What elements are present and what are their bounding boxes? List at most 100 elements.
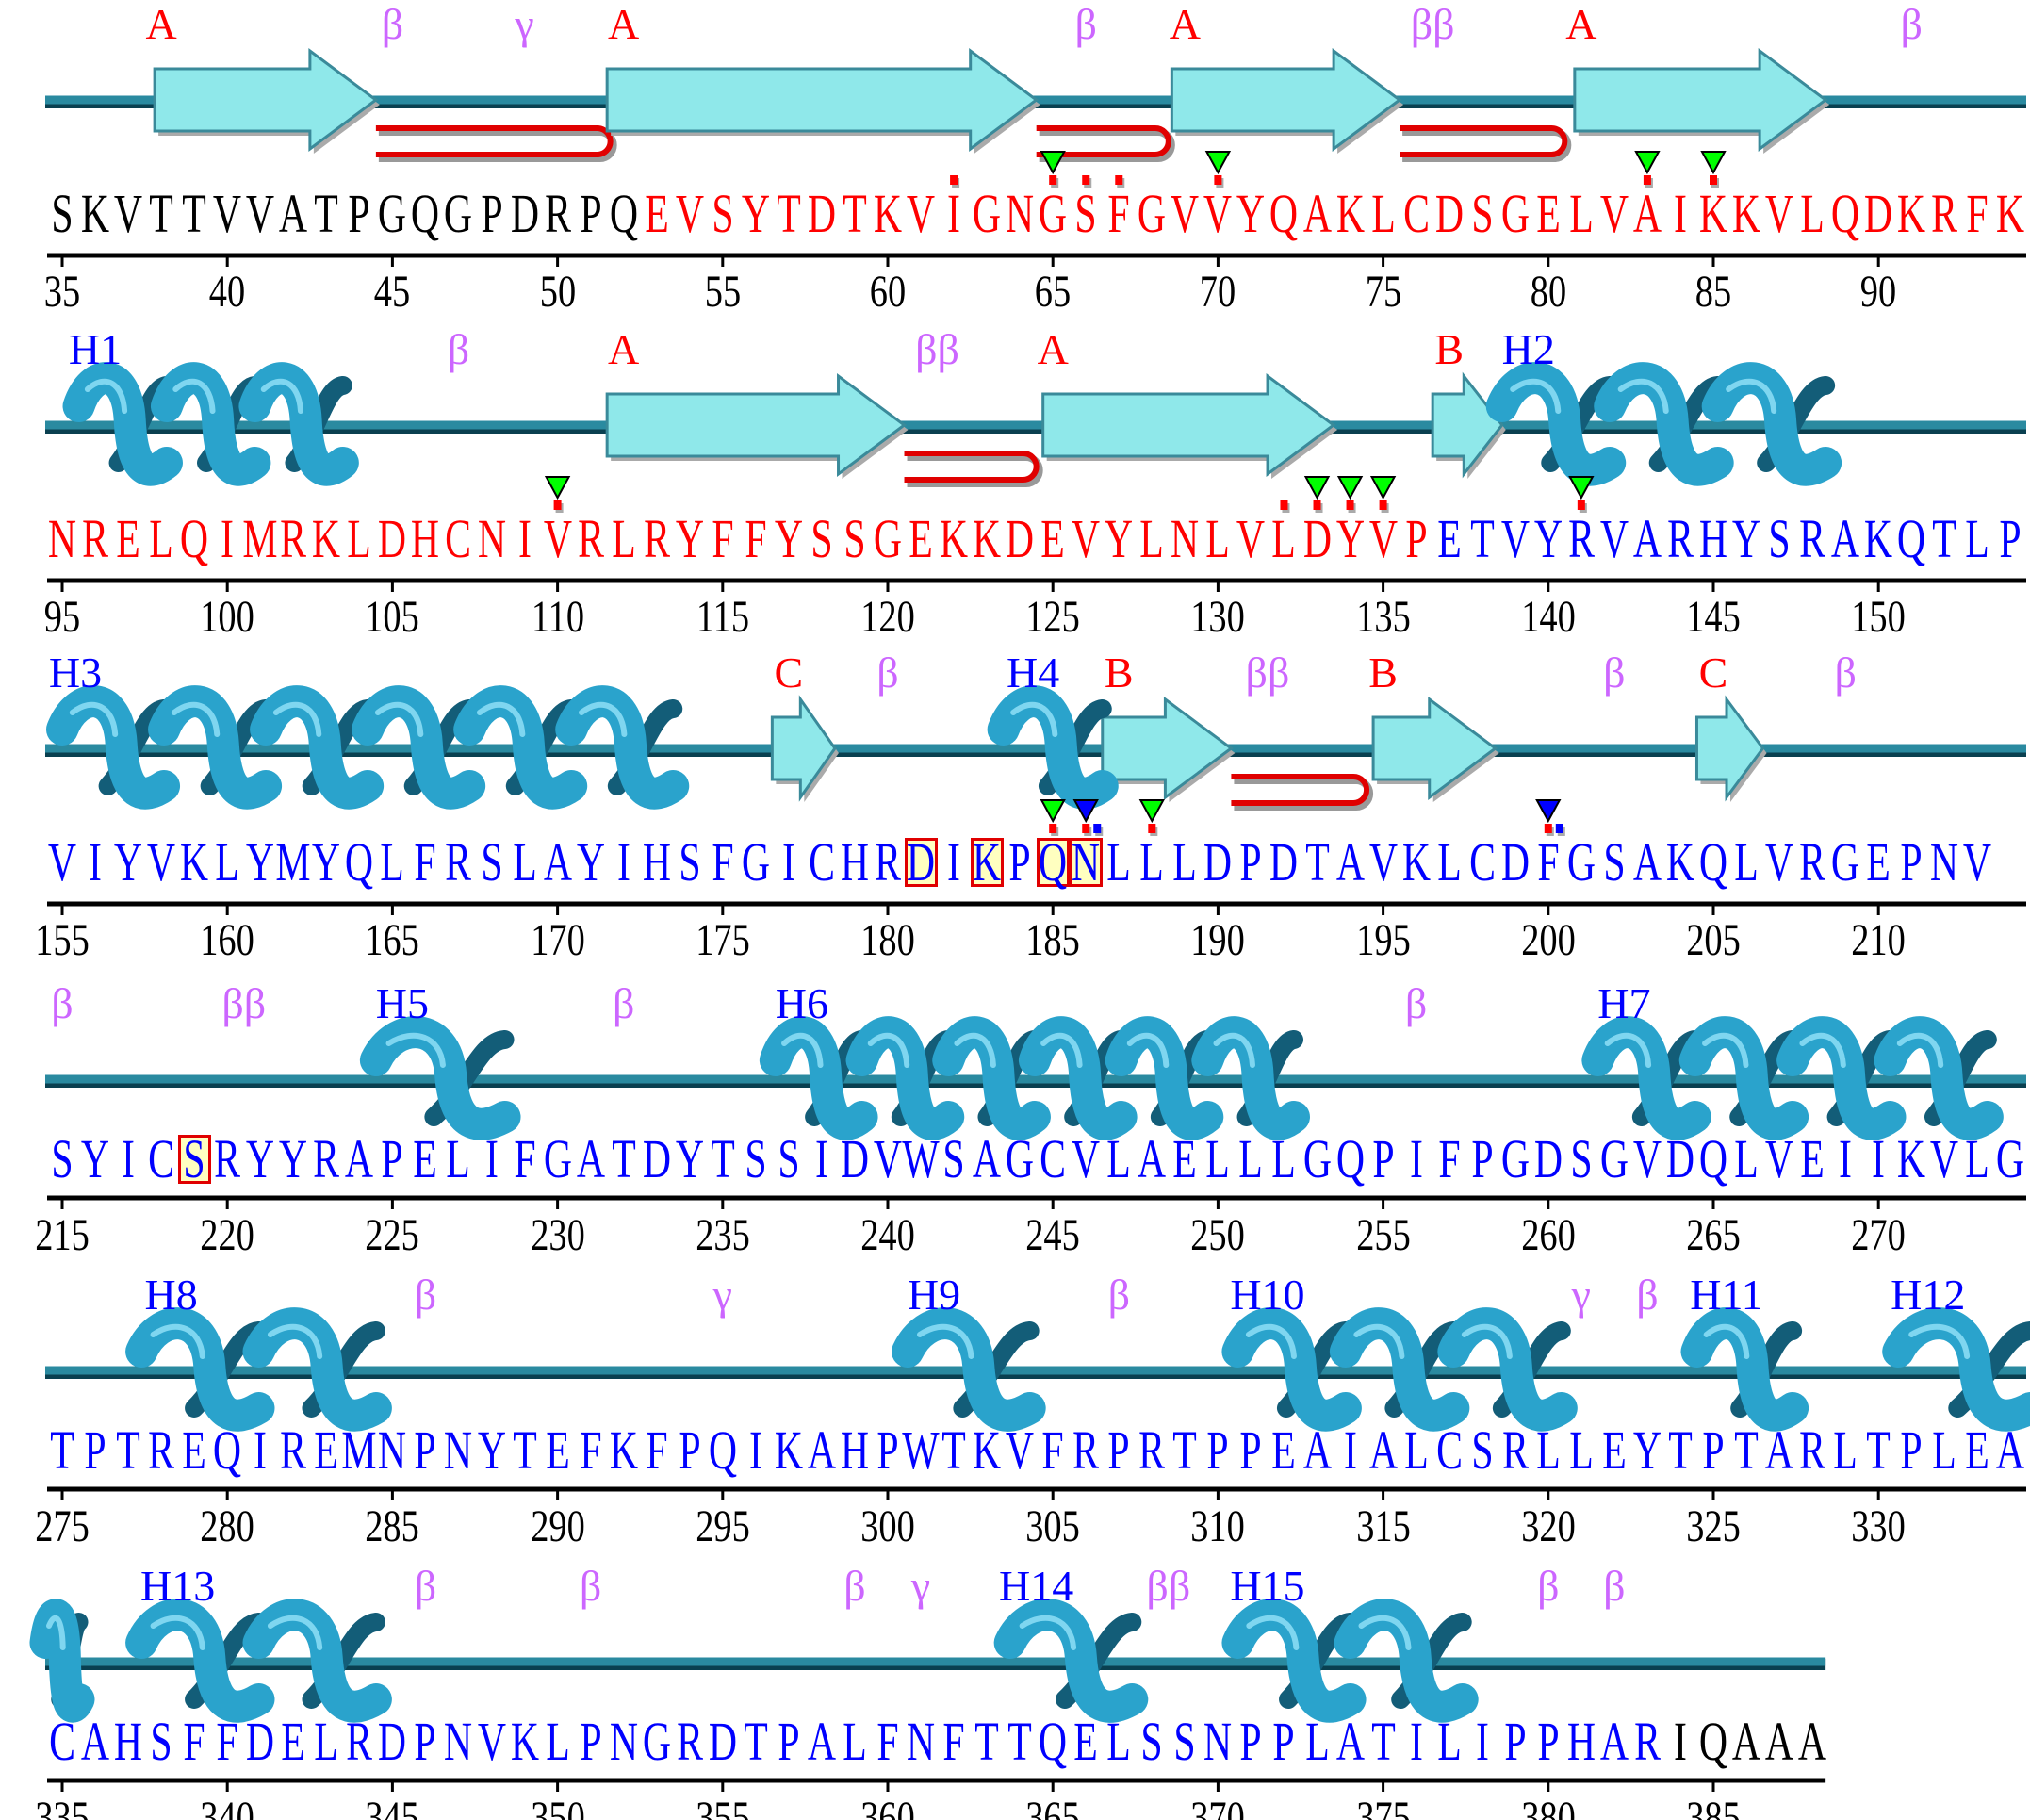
- highlighted-residue-box: [1070, 838, 1104, 887]
- residue-letter: Y: [279, 1128, 308, 1189]
- residue-letter: E: [909, 508, 933, 569]
- residue-letter: D: [1533, 1128, 1563, 1189]
- axis-tick-label: 65: [1034, 267, 1072, 317]
- residue-letter: R: [1567, 508, 1595, 569]
- axis-tick-label: 100: [200, 592, 254, 642]
- residue-letter: Q: [1698, 831, 1728, 893]
- residue-letter: Q: [609, 183, 638, 244]
- marker-triangle-icon: [1568, 476, 1595, 500]
- residue-letter: H: [113, 1711, 143, 1772]
- residue-letter: E: [644, 183, 669, 244]
- marker-triangle-icon: [1138, 799, 1166, 824]
- secondary-structure-label: H11: [1690, 1271, 1763, 1319]
- residue-letter: R: [445, 831, 472, 893]
- helix-highlight: [150, 1615, 205, 1650]
- axis-tick-label: 190: [1190, 915, 1246, 965]
- residue-letter: A: [1632, 831, 1662, 893]
- residue-letter: A: [576, 1128, 605, 1189]
- residue-letter: L: [1304, 1711, 1330, 1772]
- secondary-structure-label: A: [145, 0, 177, 48]
- helix-highlight: [267, 1323, 323, 1359]
- secondary-structure-label: ββ: [221, 979, 267, 1027]
- secondary-structure-label: γ: [712, 1271, 732, 1319]
- residue-letter: H: [1566, 1711, 1596, 1772]
- residue-letter: P: [84, 1419, 106, 1481]
- residue-letter: G: [1500, 183, 1530, 244]
- residue-letter: E: [1436, 508, 1462, 569]
- residue-letter: I: [122, 1128, 136, 1189]
- residue-letter: V: [477, 1711, 506, 1772]
- axis-tick-label: 290: [530, 1501, 585, 1551]
- residue-letter: C: [1435, 1419, 1463, 1481]
- residue-letter: K: [1864, 508, 1893, 569]
- residue-letter: L: [215, 831, 239, 893]
- residue-letter: V: [1930, 1128, 1959, 1189]
- residue-letter: F: [1537, 831, 1560, 893]
- axis-tick-label: 250: [1190, 1210, 1246, 1260]
- residue-marker-dot: [1148, 824, 1156, 833]
- residue-letter: Y: [1632, 1419, 1662, 1481]
- helix-highlight: [954, 1032, 996, 1068]
- secondary-structure-label: β: [579, 1562, 602, 1610]
- helix-highlight: [916, 1323, 974, 1359]
- marker-triangle-icon: [1336, 476, 1364, 500]
- residue-letter: E: [182, 1419, 206, 1481]
- residue-letter: S: [183, 1128, 205, 1189]
- marker-triangle-icon: [544, 476, 571, 500]
- beta-strand-arrow: [1371, 697, 1498, 800]
- residue-letter: T: [314, 183, 339, 244]
- residue-letter: T: [1370, 1711, 1396, 1772]
- residue-letter: R: [280, 1419, 307, 1481]
- secondary-structure-label: H6: [775, 979, 829, 1027]
- residue-letter: K: [774, 1419, 803, 1481]
- axis-tick-label: 130: [1190, 592, 1246, 642]
- axis-tick-label: 385: [1686, 1793, 1741, 1820]
- residue-letter: R: [214, 1128, 241, 1189]
- residue-letter: V: [1072, 508, 1101, 569]
- residue-letter: K: [180, 831, 209, 893]
- axis-tick-label: 335: [35, 1793, 90, 1820]
- residue-letter: D: [642, 1128, 671, 1189]
- residue-letter: V: [1203, 183, 1233, 244]
- residue-letter: K: [873, 183, 903, 244]
- secondary-structure-label: H3: [48, 648, 103, 697]
- residue-letter: V: [873, 1128, 903, 1189]
- residue-letter: L: [1106, 1128, 1132, 1189]
- residue-letter: M: [275, 831, 311, 893]
- residue-letter: F: [414, 831, 437, 893]
- axis-tick-label: 45: [374, 267, 411, 317]
- axis-tick-label: 380: [1520, 1793, 1576, 1820]
- residue-letter: S: [745, 1128, 767, 1189]
- helix-highlight: [171, 701, 221, 737]
- residue-letter: L: [1139, 831, 1165, 893]
- helix-highlight: [1019, 1615, 1077, 1650]
- axis-tick-label: 325: [1686, 1501, 1741, 1551]
- residue-letter: K: [1698, 183, 1728, 244]
- helix-highlight: [1617, 378, 1669, 414]
- residue-letter: N: [906, 1711, 936, 1772]
- residue-letter: R: [313, 1128, 340, 1189]
- residue-letter: Y: [774, 508, 803, 569]
- residue-letter: P: [1537, 1711, 1560, 1772]
- secondary-structure-label: β: [1603, 1562, 1626, 1610]
- residue-letter: L: [1436, 1711, 1462, 1772]
- residue-letter: A: [1368, 1419, 1398, 1481]
- residue-letter: A: [807, 1419, 836, 1481]
- residue-letter: W: [902, 1128, 940, 1189]
- axis-tick-label: 280: [200, 1501, 254, 1551]
- residue-letter: Q: [1698, 1128, 1728, 1189]
- axis-tick-label: 320: [1520, 1501, 1576, 1551]
- beta-strand-arrow: [605, 373, 908, 477]
- residue-letter: S: [810, 508, 833, 569]
- residue-letter: A: [1632, 508, 1662, 569]
- residue-marker-dot: [1555, 824, 1563, 833]
- residue-letter: H: [840, 831, 870, 893]
- residue-letter: P: [876, 1419, 899, 1481]
- residue-letter: D: [708, 1711, 737, 1772]
- secondary-structure-label: H2: [1501, 325, 1555, 373]
- residue-letter: R: [544, 183, 571, 244]
- axis-tick-label: 155: [35, 915, 90, 965]
- residue-letter: S: [712, 183, 734, 244]
- axis-tick-label: 245: [1025, 1210, 1080, 1260]
